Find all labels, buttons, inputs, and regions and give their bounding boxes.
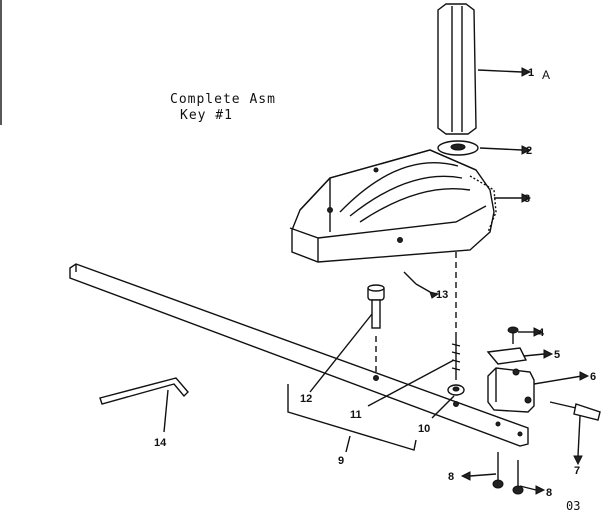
caption-line-1: Complete Asm <box>170 92 276 107</box>
bracket-line <box>287 384 417 451</box>
leader-lines <box>163 69 583 491</box>
caption-line-2: Key #1 <box>180 108 233 123</box>
bolt-part-a <box>492 452 504 489</box>
part-label: 13 <box>436 289 448 301</box>
part-label: 12 <box>300 393 312 405</box>
hex-key-part <box>99 377 189 405</box>
part-label: 7 <box>574 465 580 477</box>
part-label: 2 <box>526 145 532 157</box>
part-label: 4 <box>538 327 545 339</box>
part-labels: 1 A 2 3 4 5 6 7 8 8 9 10 11 12 13 14 <box>154 67 596 499</box>
arrowheads <box>429 67 590 495</box>
miter-bar-part <box>69 263 529 447</box>
part-label: 8 <box>546 487 552 499</box>
miter-gauge-body <box>289 149 497 263</box>
nut-part <box>447 384 465 396</box>
part-label: 1 <box>528 67 534 79</box>
part-label: 8 <box>448 471 454 483</box>
stud-part <box>451 338 461 380</box>
part-label: 14 <box>154 437 167 449</box>
bolt-part-b <box>512 460 524 495</box>
part-label: 5 <box>554 349 560 361</box>
handle-part <box>437 3 477 135</box>
knob-part <box>367 284 385 372</box>
part-label: 9 <box>338 455 344 467</box>
washer-part <box>437 140 479 156</box>
screw-part <box>507 326 519 344</box>
pin-part <box>549 401 601 421</box>
part-label: 10 <box>418 423 430 435</box>
set-screw-part <box>403 271 417 285</box>
part-label-suffix: A <box>542 68 550 82</box>
part-label: 11 <box>350 409 362 421</box>
plate-part <box>486 347 528 365</box>
part-label: 6 <box>590 371 596 383</box>
stop-block-part <box>487 367 535 413</box>
corner-code: 03 <box>566 499 580 513</box>
part-label: 3 <box>524 193 530 205</box>
